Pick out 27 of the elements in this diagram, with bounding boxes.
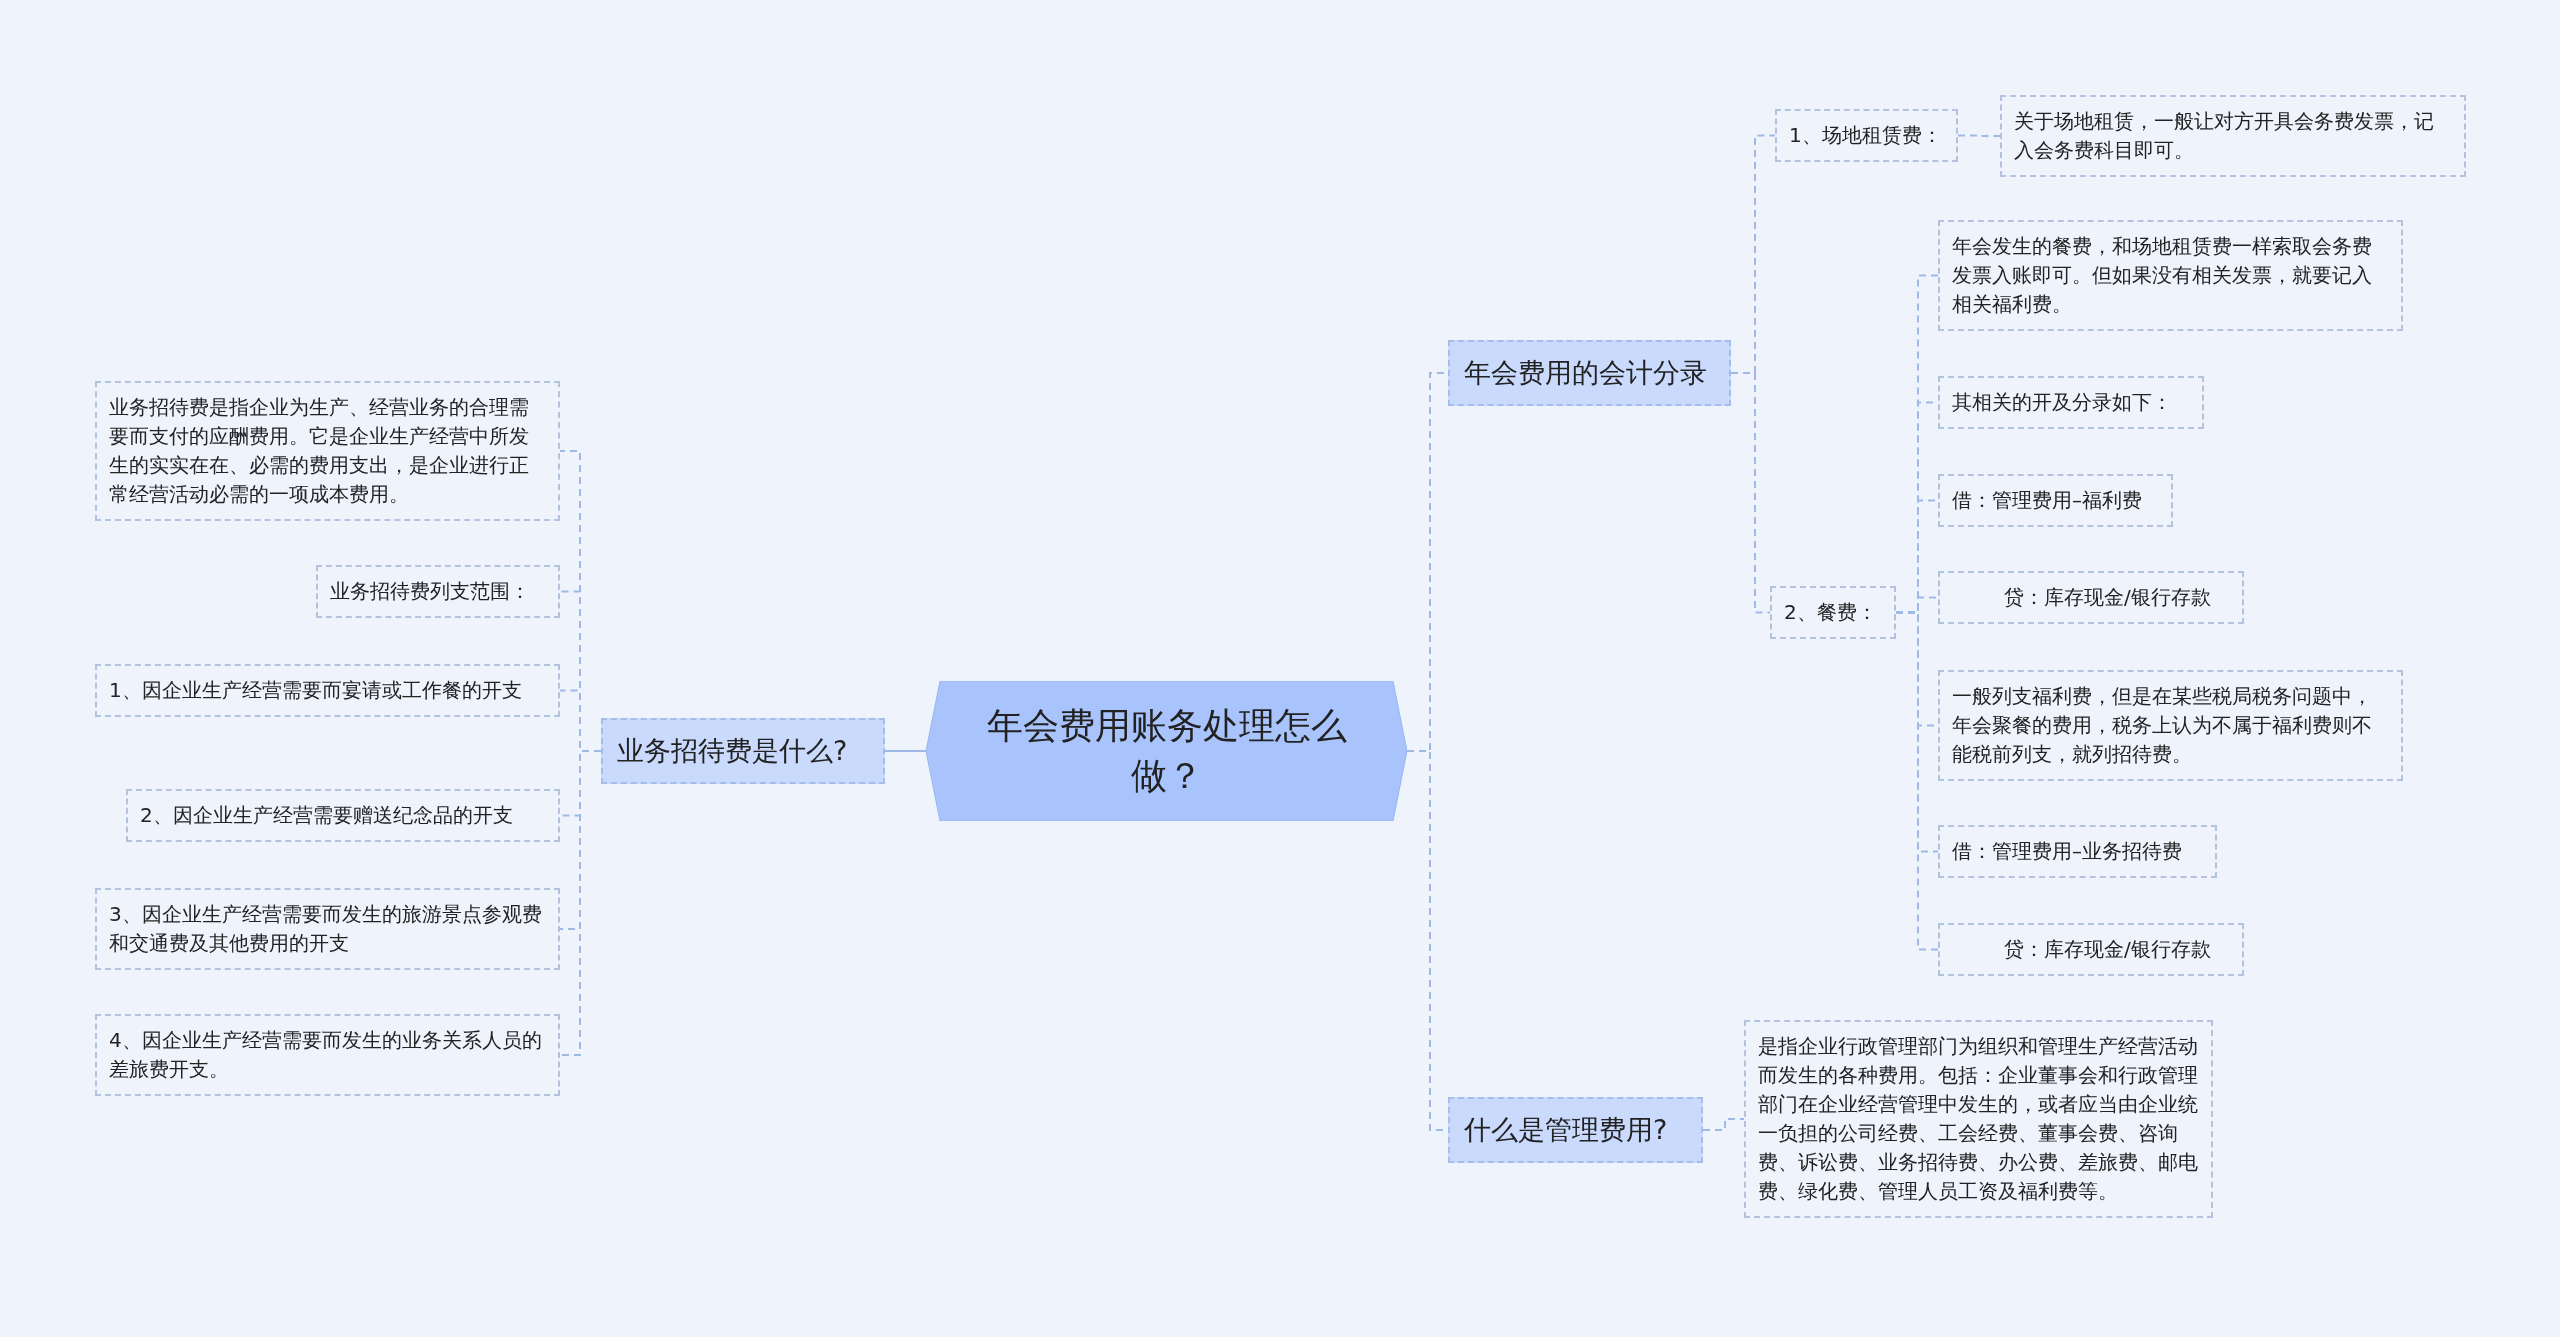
subtopic-box: 是指企业行政管理部门为组织和管理生产经营活动而发生的各种费用。包括：企业董事会和行政管理部门在企业经营管理中发生的，或者应当由企业统一负担的公司经费、工会经费、董事会费、咨询费、诉讼费、业务招待费、办公费、差旅费、邮电费、绿化费、管理人员工资及福利费等。 (1744, 1020, 2213, 1218)
subtopic-box: 2、餐费： (1770, 586, 1896, 639)
subtopic-box: 业务招待费列支范围： (316, 565, 560, 618)
subtopic-box: 年会发生的餐费，和场地租赁费一样索取会务费发票入账即可。但如果没有相关发票，就要记入相关福利费。 (1938, 220, 2403, 331)
connector-line (884, 750, 927, 752)
subtopic-box: 其相关的开及分录如下： (1938, 376, 2204, 429)
connector-line (1702, 1118, 1745, 1131)
subtopic-box: 借：管理费用–业务招待费 (1938, 825, 2217, 878)
subtopic-box: 2、因企业生产经营需要赠送纪念品的开支 (126, 789, 560, 842)
subtopic-box: 关于场地租赁，一般让对方开具会务费发票，记入会务费科目即可。 (2000, 95, 2466, 177)
subtopic-box: 借：管理费用–福利费 (1938, 474, 2173, 527)
connector-line (559, 750, 602, 1056)
central-topic-hexagon: 年会费用账务处理怎么做？ (926, 681, 1407, 821)
connector-line (1895, 611, 1939, 951)
branch-topic-box: 什么是管理费用? (1448, 1097, 1703, 1163)
subtopic-box: 3、因企业生产经营需要而发生的旅游景点参观费和交通费及其他费用的开支 (95, 888, 560, 970)
branch-topic-box: 年会费用的会计分录 (1448, 340, 1731, 406)
subtopic-box: 贷：库存现金/银行存款 (1938, 571, 2244, 624)
subtopic-box: 1、场地租赁费： (1775, 109, 1958, 162)
connector-line (1957, 134, 2001, 137)
connector-line (1730, 372, 1771, 614)
subtopic-box: 1、因企业生产经营需要而宴请或工作餐的开支 (95, 664, 560, 717)
subtopic-box: 一般列支福利费，但是在某些税局税务问题中，年会聚餐的费用，税务上认为不属于福利费则不能税前列支，就列招待费。 (1938, 670, 2403, 781)
branch-topic-box: 业务招待费是什么? (601, 718, 885, 784)
subtopic-box: 贷：库存现金/银行存款 (1938, 923, 2244, 976)
subtopic-box: 业务招待费是指企业为生产、经营业务的合理需要而支付的应酬费用。它是企业生产经营中所发生的实实在在、必需的费用支出，是企业进行正常经营活动必需的一项成本费用。 (95, 381, 560, 521)
subtopic-box: 4、因企业生产经营需要而发生的业务关系人员的差旅费开支。 (95, 1014, 560, 1096)
